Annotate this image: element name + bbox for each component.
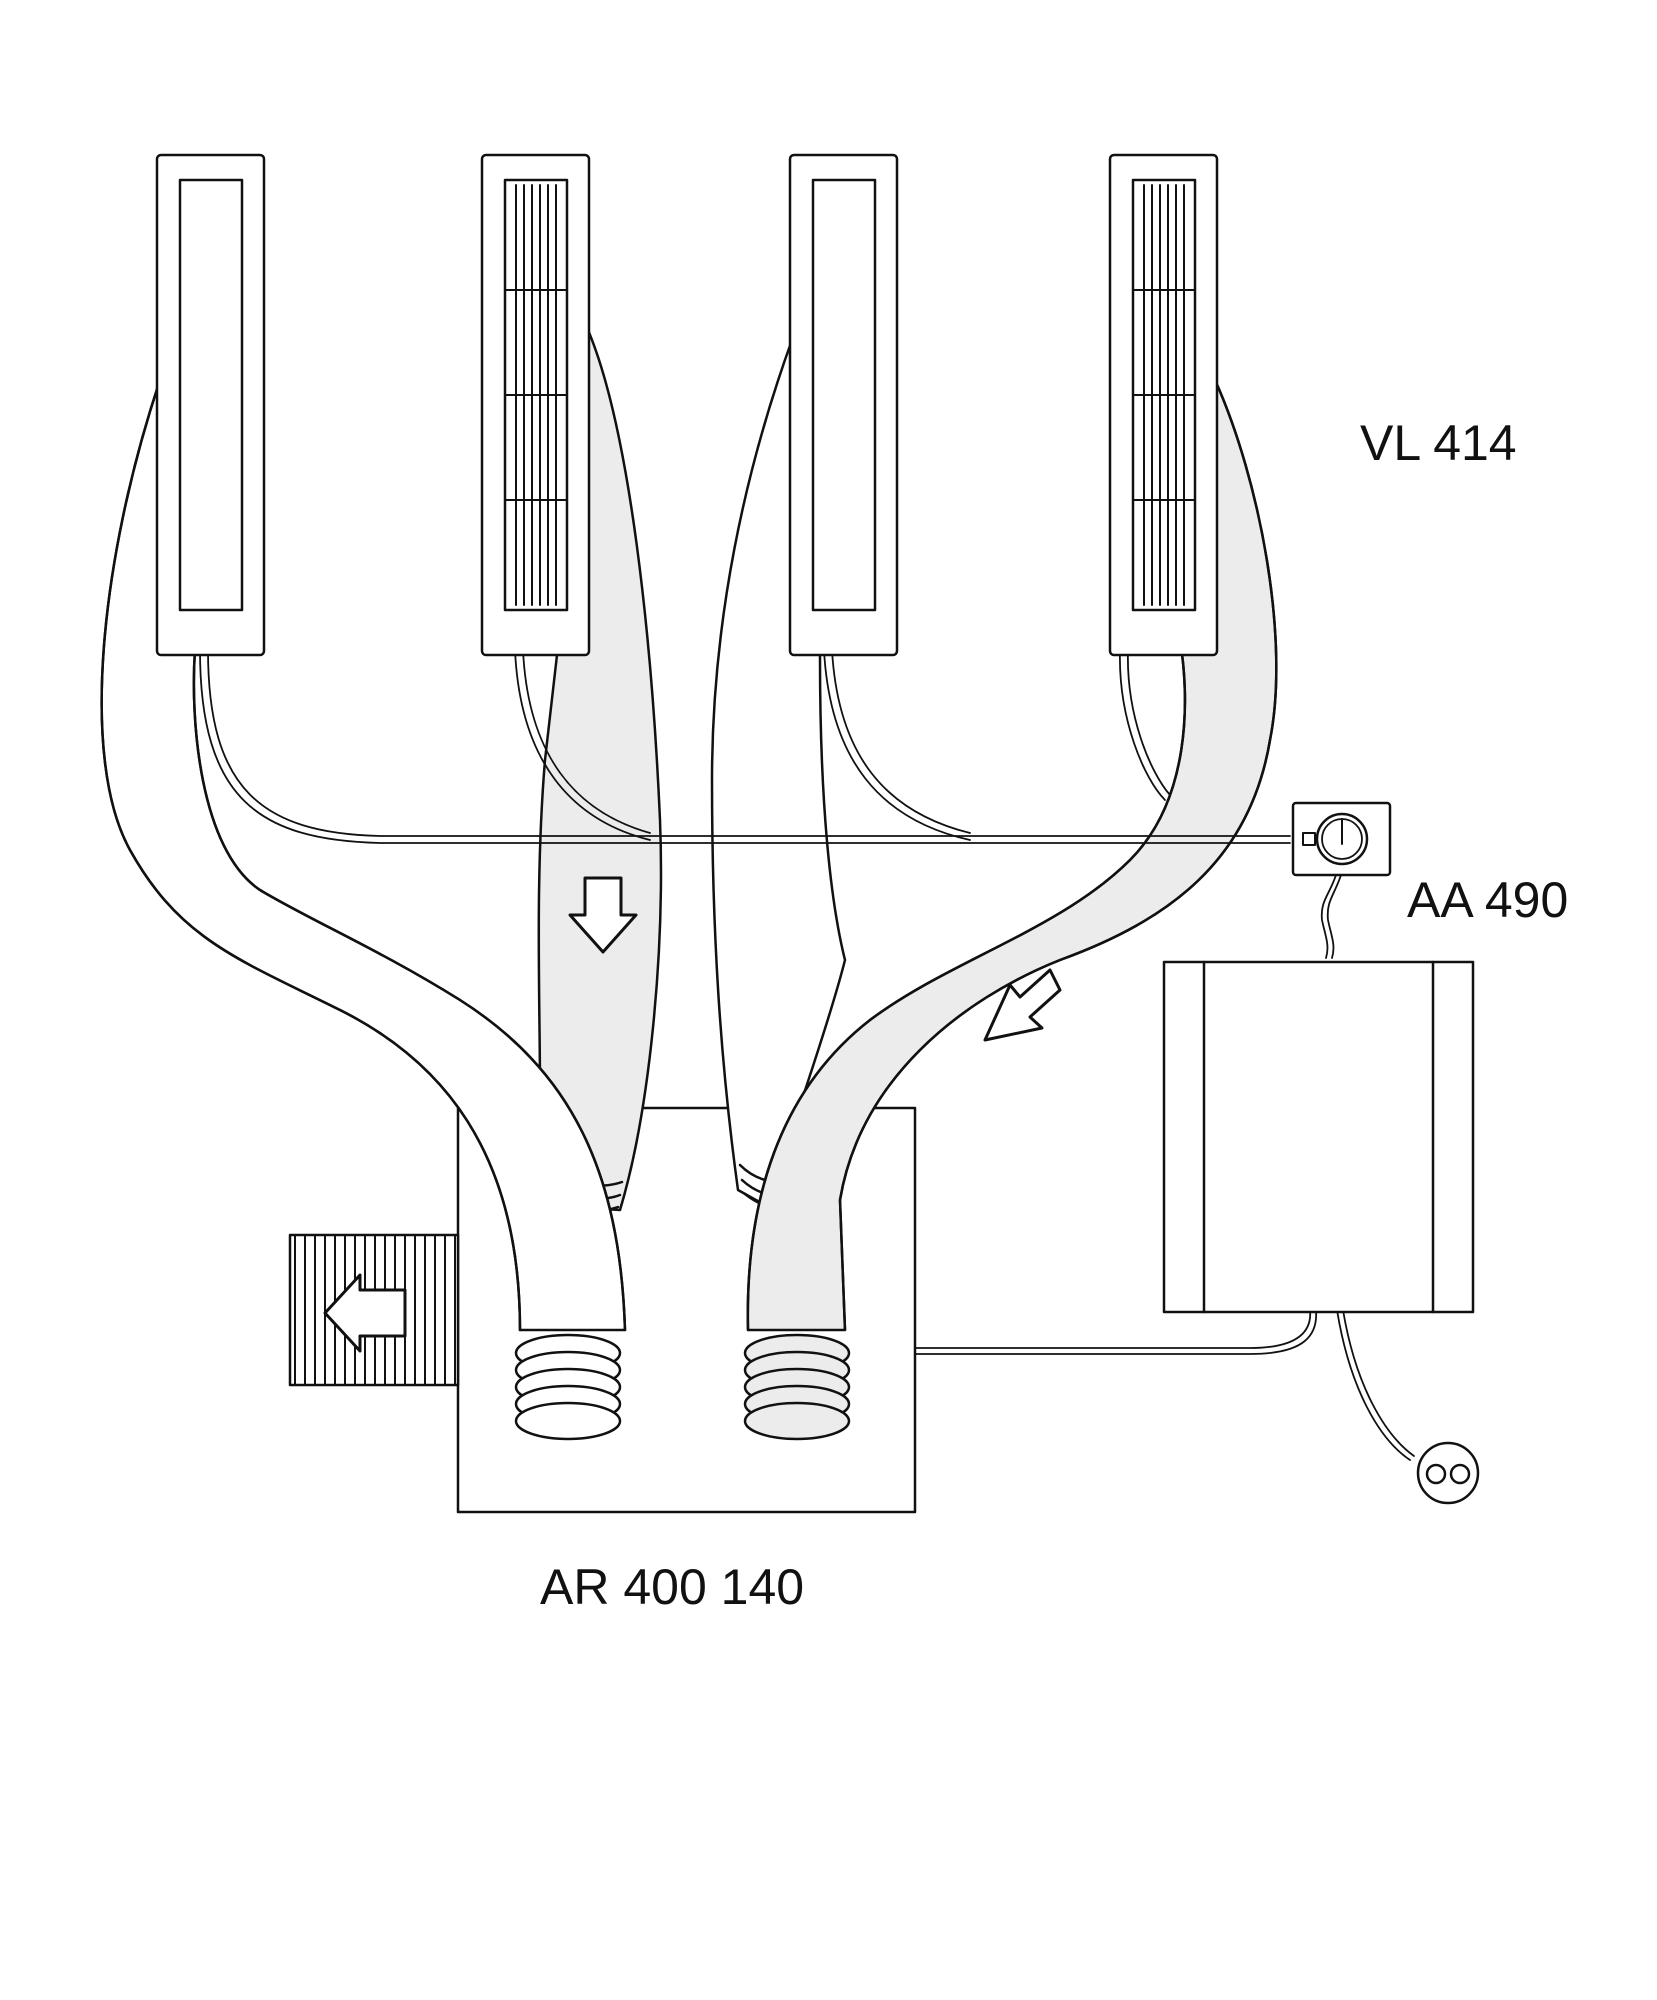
thermostat xyxy=(1291,801,1392,877)
exhaust-duct xyxy=(288,1233,460,1387)
flow-diagonal-arrow-icon xyxy=(983,968,1062,1042)
vent-unit-1 xyxy=(155,153,266,657)
vent-unit-4 xyxy=(1108,153,1219,657)
heater-unit xyxy=(1162,960,1475,1314)
vent-units-label: VL 414 xyxy=(1360,415,1517,471)
flow-down-arrow-icon xyxy=(568,876,638,954)
thermostat-label: AA 490 xyxy=(1407,872,1569,928)
vent-unit-3 xyxy=(788,153,899,657)
hose-4 xyxy=(743,378,1278,1441)
power-socket-icon xyxy=(1416,1441,1480,1505)
exhaust-arrow-icon xyxy=(323,1273,407,1353)
control-wires xyxy=(199,649,1415,1461)
distribution-box-label: AR 400 140 xyxy=(540,1559,805,1615)
hose-1 xyxy=(100,378,627,1441)
vent-unit-2 xyxy=(480,153,591,657)
